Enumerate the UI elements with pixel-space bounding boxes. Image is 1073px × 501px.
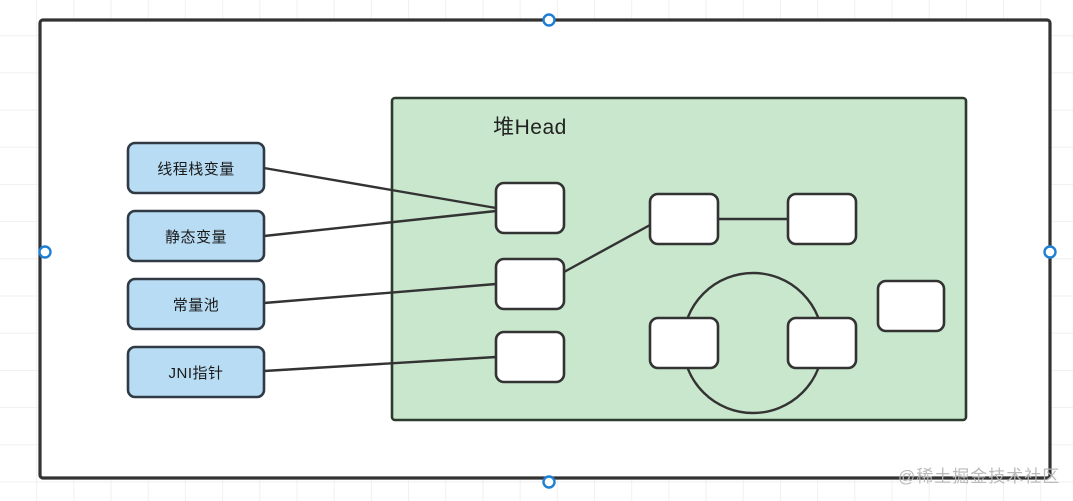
heap-panel[interactable]: [390, 96, 968, 422]
edge-constant-pool-to-object-b[interactable]: [263, 282, 497, 305]
heap-object-c[interactable]: [494, 330, 566, 384]
gc-root-box-1[interactable]: [126, 209, 266, 263]
heap-object-e[interactable]: [786, 192, 858, 246]
heap-object-b[interactable]: [494, 257, 566, 311]
selection-handles-group[interactable]: [38, 13, 1057, 489]
heap-object-f[interactable]: [648, 316, 720, 370]
watermark-text: @稀土掘金技术社区: [898, 467, 1061, 486]
heap-object-a[interactable]: [494, 181, 566, 235]
heap-object-d[interactable]: [648, 192, 720, 246]
gc-root-box-2[interactable]: [126, 277, 266, 331]
right-middle-handle[interactable]: [1043, 245, 1057, 259]
heap-objects-group[interactable]: [494, 181, 946, 384]
left-middle-handle[interactable]: [38, 245, 52, 259]
bottom-center-handle[interactable]: [542, 475, 556, 489]
gc-roots-group[interactable]: [126, 141, 266, 399]
edge-jni-pointer-to-object-c[interactable]: [263, 355, 497, 373]
heap-object-g[interactable]: [786, 316, 858, 370]
edge-object-b-to-object-d[interactable]: [563, 223, 651, 274]
edge-static-var-to-object-a[interactable]: [263, 209, 497, 238]
gc-root-box-0[interactable]: [126, 141, 266, 195]
gc-root-box-3[interactable]: [126, 345, 266, 399]
edges-group: [263, 166, 788, 373]
top-center-handle[interactable]: [542, 13, 556, 27]
edge-thread-stack-to-object-a[interactable]: [263, 166, 497, 210]
heap-object-unreachable[interactable]: [876, 279, 946, 333]
